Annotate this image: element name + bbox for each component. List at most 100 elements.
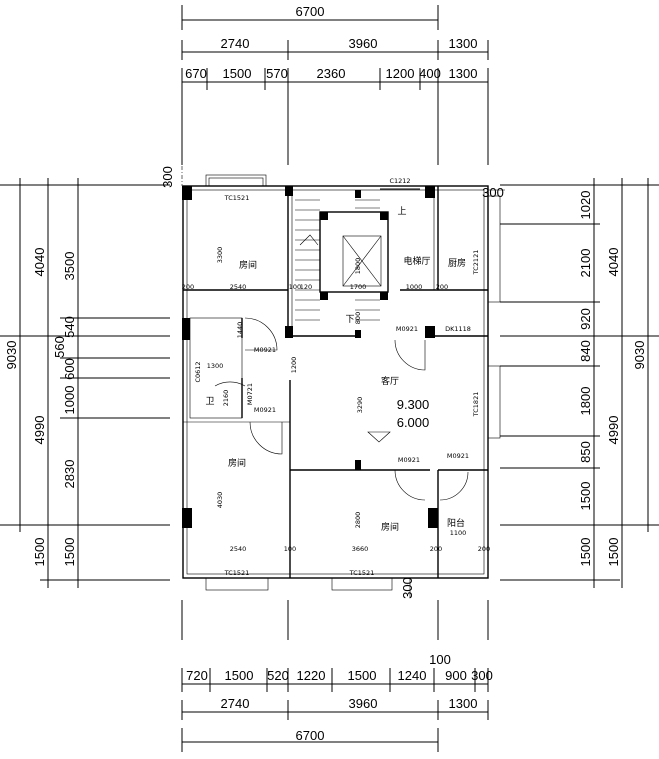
label-c1212: C1212 [389, 177, 410, 185]
dim-left-3500: 3500 [62, 252, 77, 281]
dim-top-2740: 2740 [221, 36, 250, 51]
room-labels: 房间 电梯厅 厨房 客厅 房间 房间 阳台 卫 上 下 [205, 206, 466, 533]
dim-top-1300b: 1300 [449, 66, 478, 81]
dim-bot-1220: 1220 [297, 668, 326, 683]
dim-right-1500c: 1500 [606, 538, 621, 567]
elevation-upper: 9.300 [397, 397, 430, 412]
room-living: 客厅 [381, 375, 399, 387]
building-walls [181, 166, 505, 598]
dim-bot-900: 900 [445, 668, 467, 683]
dim-1300: 1300 [207, 362, 224, 370]
dim-200-d: 200 [478, 545, 490, 553]
dim-left-560: 560 [52, 336, 67, 358]
room-bedroom-1: 房间 [239, 259, 257, 271]
stair [295, 199, 380, 321]
dim-bot-1240: 1240 [398, 668, 427, 683]
bottom-dimensions: 720 1500 520 1220 1500 1240 900 300 100 … [181, 600, 493, 752]
dim-right-1020: 1020 [578, 191, 593, 220]
label-tc1521-bl: TC1521 [224, 569, 250, 577]
dim-top-1200: 1200 [386, 66, 415, 81]
label-c0612: C0612 [194, 361, 202, 382]
label-tc1521-br: TC1521 [349, 569, 375, 577]
dim-left-600: 600 [62, 358, 77, 380]
dim-left-9030: 9030 [4, 341, 19, 370]
elevation-lower: 6.000 [397, 415, 430, 430]
dim-top-3960: 3960 [349, 36, 378, 51]
dim-left-1500b: 1500 [62, 538, 77, 567]
dim-right-2100: 2100 [578, 249, 593, 278]
dim-right-920: 920 [578, 308, 593, 330]
dim-3300: 3300 [216, 247, 224, 264]
dim-1200: 1200 [290, 357, 298, 374]
dim-bot-100: 100 [429, 652, 451, 667]
top-dimensions: 6700 2740 3960 1300 670 1500 570 2360 12… [181, 4, 489, 165]
room-balcony: 阳台 [447, 517, 465, 529]
dim-200-b: 200 [436, 283, 448, 291]
dim-left-4040: 4040 [32, 248, 47, 277]
stair-up-label: 上 [397, 206, 406, 217]
dim-1700: 1700 [350, 283, 367, 291]
label-m0921-elev: M0921 [396, 325, 418, 333]
room-toilet: 卫 [205, 397, 214, 407]
left-dimensions: 9030 4040 4990 1500 3500 540 560 600 100… [0, 178, 170, 588]
dim-200-a: 200 [182, 283, 194, 291]
dim-bot-2740: 2740 [221, 696, 250, 711]
dim-right-1800: 1800 [578, 387, 593, 416]
dim-3290: 3290 [356, 397, 364, 414]
label-tc2121: TC2121 [472, 250, 480, 276]
room-elevator-hall: 电梯厅 [403, 255, 430, 267]
room-bedroom-2: 房间 [228, 457, 246, 469]
label-m0921-bed3: M0921 [398, 456, 420, 464]
label-tc1821: TC1821 [472, 392, 480, 418]
dim-left-1500: 1500 [32, 538, 47, 567]
dim-right-850: 850 [578, 441, 593, 463]
dim-100-b: 100 [284, 545, 296, 553]
dim-2800: 2800 [354, 512, 362, 529]
dim-1800: 1800 [354, 258, 362, 275]
small-300-markers: 300 300 300 [160, 166, 504, 599]
label-m0921-balcony: M0921 [447, 452, 469, 460]
dim-4030: 4030 [216, 492, 224, 509]
room-bedroom-3: 房间 [381, 521, 399, 533]
mark-300-bottom: 300 [400, 577, 415, 599]
dim-right-4040: 4040 [606, 248, 621, 277]
dim-left-2830: 2830 [62, 460, 77, 489]
dim-1000: 1000 [406, 283, 423, 291]
right-dimensions: 1020 2100 920 840 1800 850 1500 1500 404… [500, 178, 659, 588]
dim-100-a: 100 [289, 283, 301, 291]
label-m0721: M0721 [246, 383, 254, 405]
dim-bot-1300: 1300 [449, 696, 478, 711]
dim-2160: 2160 [222, 390, 230, 407]
label-m0921-bed2: M0921 [254, 406, 276, 414]
dim-right-9030: 9030 [632, 341, 647, 370]
dim-bot-3960: 3960 [349, 696, 378, 711]
dim-top-total: 6700 [296, 4, 325, 19]
dim-120-a: 120 [300, 283, 312, 291]
dim-2540-top: 2540 [230, 283, 247, 291]
dim-bot-1500b: 1500 [348, 668, 377, 683]
label-dk1118: DK1118 [445, 325, 471, 333]
dim-bot-1500: 1500 [225, 668, 254, 683]
dim-right-4990: 4990 [606, 416, 621, 445]
stair-down-label: 下 [345, 315, 354, 325]
dim-bot-520: 520 [267, 668, 289, 683]
mark-300-top: 300 [160, 166, 175, 188]
dim-left-540: 540 [62, 316, 77, 338]
dim-200-c: 200 [430, 545, 442, 553]
label-tc1521-top: TC1521 [224, 194, 250, 202]
annotations: TC1521 C1212 TC2121 TC1821 C0612 DK1118 … [182, 177, 490, 577]
dim-top-1500: 1500 [223, 66, 252, 81]
room-kitchen: 厨房 [448, 257, 466, 269]
dim-right-840: 840 [578, 340, 593, 362]
dim-top-400: 400 [419, 66, 441, 81]
dim-3660: 3660 [352, 545, 369, 553]
dim-800: 800 [354, 312, 362, 324]
mark-300-right: 300 [482, 185, 504, 200]
dim-2540-bot: 2540 [230, 545, 247, 553]
elevation-marks: 9.300 6.000 [397, 397, 430, 430]
dim-right-1500: 1500 [578, 482, 593, 511]
dim-left-4990: 4990 [32, 416, 47, 445]
dim-1440: 1440 [236, 322, 244, 339]
dim-bot-720: 720 [186, 668, 208, 683]
